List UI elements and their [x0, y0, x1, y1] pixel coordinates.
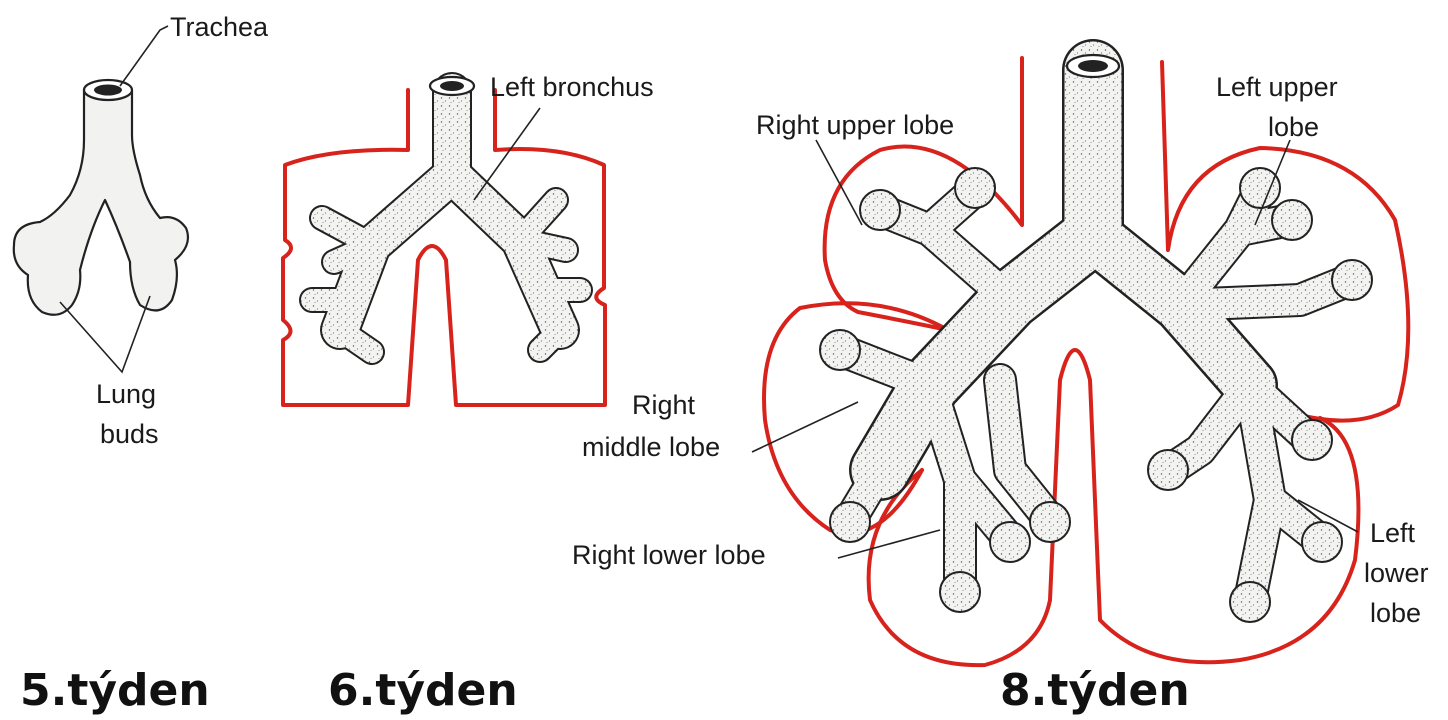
- caption-5-week: 5.týden: [20, 665, 210, 716]
- label-right-middle-lobe-line2: middle lobe: [582, 432, 720, 462]
- lung-buds-shape: [14, 80, 188, 315]
- label-lung-buds-line1: Lung: [96, 379, 156, 409]
- label-left-lower-lobe-line2: lower: [1364, 558, 1429, 588]
- label-left-bronchus: Left bronchus: [490, 72, 654, 102]
- label-right-upper-lobe: Right upper lobe: [756, 110, 954, 140]
- caption-6-week: 6.týden: [328, 665, 518, 716]
- label-left-upper-lobe-line2: lobe: [1268, 112, 1319, 142]
- leader-right-upper-lobe: [816, 140, 862, 225]
- label-lung-buds-line2: buds: [100, 419, 159, 449]
- label-right-middle-lobe-line1: Right: [632, 390, 696, 420]
- stage-5-week: Trachea Lung buds 5.týden: [14, 12, 269, 716]
- label-trachea: Trachea: [170, 12, 269, 42]
- trachea-leader: [120, 26, 168, 86]
- label-right-lower-lobe: Right lower lobe: [572, 540, 766, 570]
- label-left-lower-lobe-line3: lobe: [1370, 598, 1421, 628]
- label-left-upper-lobe-line1: Left upper: [1216, 72, 1338, 102]
- caption-8-week: 8.týden: [1000, 665, 1190, 716]
- bronchial-tree-6-week: [312, 77, 580, 352]
- stage-6-week: Left bronchus 6.týden: [283, 72, 654, 716]
- lung-buds-leader: [60, 296, 150, 372]
- label-left-lower-lobe-line1: Left: [1370, 518, 1416, 548]
- left-bronchus-leader: [474, 108, 540, 200]
- stage-8-week: Right upper lobe Left upper lobe Right m…: [572, 55, 1429, 716]
